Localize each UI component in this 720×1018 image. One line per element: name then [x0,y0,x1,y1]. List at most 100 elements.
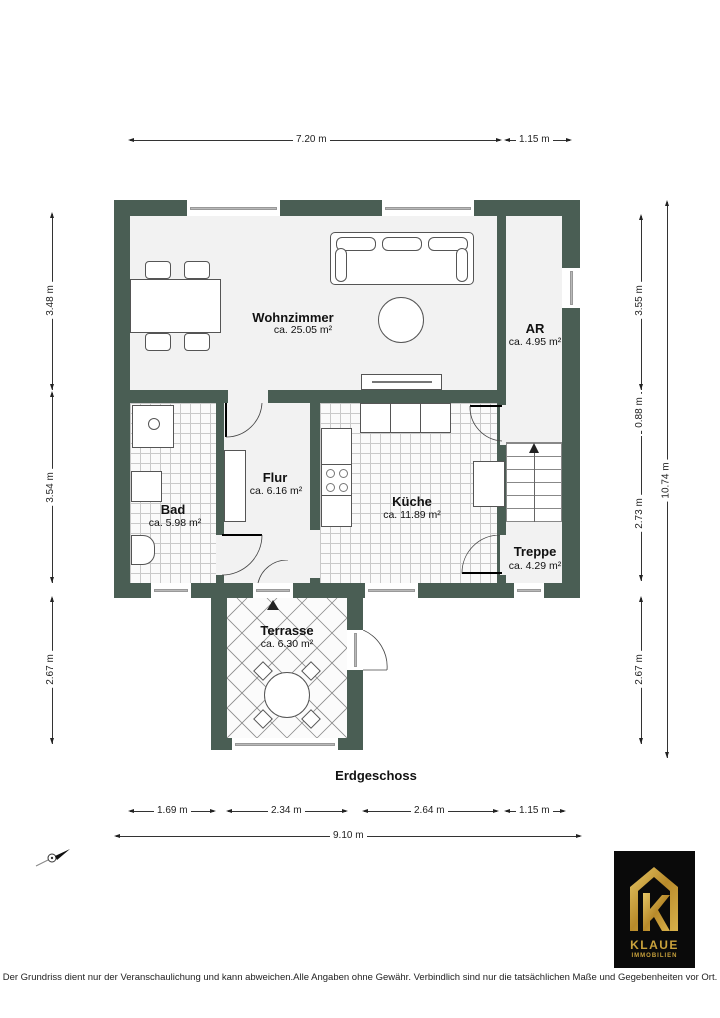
tv-icon [372,381,432,383]
room-name-kueche: Küche [392,494,432,509]
window [151,583,191,598]
arrow-up-icon [638,596,643,602]
dimension-label: 3.54 m [44,469,56,506]
wall-terrasse-right [347,598,363,750]
window [365,583,418,598]
arrow-down-icon [49,738,54,744]
room-area-kueche: ca. 11.89 m² [383,509,441,521]
window [514,583,544,598]
arrow-up-icon [49,596,54,602]
arrow-left-icon [128,137,134,142]
arrow-down-icon [49,384,54,390]
sofa-armrest [456,248,468,282]
burner-icon [326,483,335,492]
burner-icon [339,483,348,492]
floor-title: Erdgeschoss [335,768,417,783]
arrow-left-icon [504,137,510,142]
kitchen-cabinet [360,403,391,433]
door-swing-icon [257,560,288,584]
logo-subtitle: IMMOBILIEN [631,953,678,959]
burner-icon [326,469,335,478]
dimension-label: 1.15 m [516,805,553,816]
kitchen-cabinet [321,428,352,465]
arrow-down-icon [49,577,54,583]
window [232,738,338,750]
arrow-right-icon [566,137,572,142]
door-opening-flur-kueche [310,530,320,578]
arrow-left-icon [114,833,120,838]
arrow-right-icon [342,808,348,813]
room-area-wohnzimmer: ca. 25.05 m² [273,324,333,336]
room-area-bad: ca. 5.98 m² [148,517,202,529]
disclaimer-text: Der Grundriss dient nur der Veranschauli… [2,972,718,983]
arrow-left-icon [128,808,134,813]
arrow-down-icon [664,752,669,758]
wall-right [562,200,580,598]
terrace-table [264,672,310,718]
arrow-up-icon [49,212,54,218]
compass-icon [35,849,70,867]
arrow-left-icon [362,808,368,813]
arrow-left-icon [504,808,510,813]
dimension-label: 2.34 m [268,805,305,816]
dining-table [130,279,221,333]
room-area-treppe: ca. 4.29 m² [508,560,562,572]
arrow-right-icon [496,137,502,142]
arrow-up-icon [638,214,643,220]
stair-line [534,450,535,522]
terrace-door [347,630,363,670]
dining-chair [145,333,171,351]
arrow-up-icon [664,200,669,206]
sofa-cushion [382,237,422,251]
dining-chair [145,261,171,279]
dimension-label: 0.88 m [633,394,645,431]
room-name-ar: AR [525,321,545,336]
entrance-arrow-icon [267,600,279,610]
arrow-right-icon [560,808,566,813]
arrow-up-icon [49,391,54,397]
dimension-label: 2.64 m [411,805,448,816]
door-swing-icon [225,403,263,438]
company-logo: KLAUE IMMOBILIEN [614,851,695,968]
wall-terrasse-left [211,598,227,750]
door-swing-icon [461,535,502,574]
wardrobe [224,450,246,522]
logo-house-icon [630,867,678,931]
room-area-terrasse: ca. 6.30 m² [260,638,314,650]
room-name-bad: Bad [160,502,186,517]
fridge [473,461,505,507]
wall-living-divider [130,390,506,403]
wall-top [114,200,580,216]
door-swing-icon [221,534,263,576]
wall-bad-flur [216,403,224,583]
wall-left [114,200,130,598]
door-opening-kueche-treppe [500,535,506,575]
entrance-door-opening [253,583,293,598]
dimension-label: 2.67 m [633,651,645,688]
arrow-left-icon [226,808,232,813]
toilet [131,535,155,565]
kitchen-stove [321,464,352,496]
floor-ar [506,216,562,440]
sofa-armrest [335,248,347,282]
room-area-flur: ca. 6.16 m² [249,485,303,497]
dimension-label: 2.73 m [633,495,645,532]
dimension-label: 3.55 m [633,282,645,319]
sofa-cushion [336,237,376,251]
room-name-flur: Flur [262,470,288,485]
arrow-right-icon [576,833,582,838]
wall-flur-kueche [310,403,320,583]
door-swing-icon [363,630,388,671]
room-area-ar: ca. 4.95 m² [508,336,562,348]
arrow-right-icon [210,808,216,813]
burner-icon [339,469,348,478]
dimension-label: 1.15 m [516,134,553,145]
arrow-down-icon [638,738,643,744]
kitchen-sink [390,403,421,433]
arrow-down-icon [638,384,643,390]
logo-name: KLAUE [630,938,679,952]
window [187,200,280,216]
door-opening-flur [228,390,268,403]
wall-bottom [114,583,580,598]
room-name-wohnzimmer: Wohnzimmer [252,310,334,325]
